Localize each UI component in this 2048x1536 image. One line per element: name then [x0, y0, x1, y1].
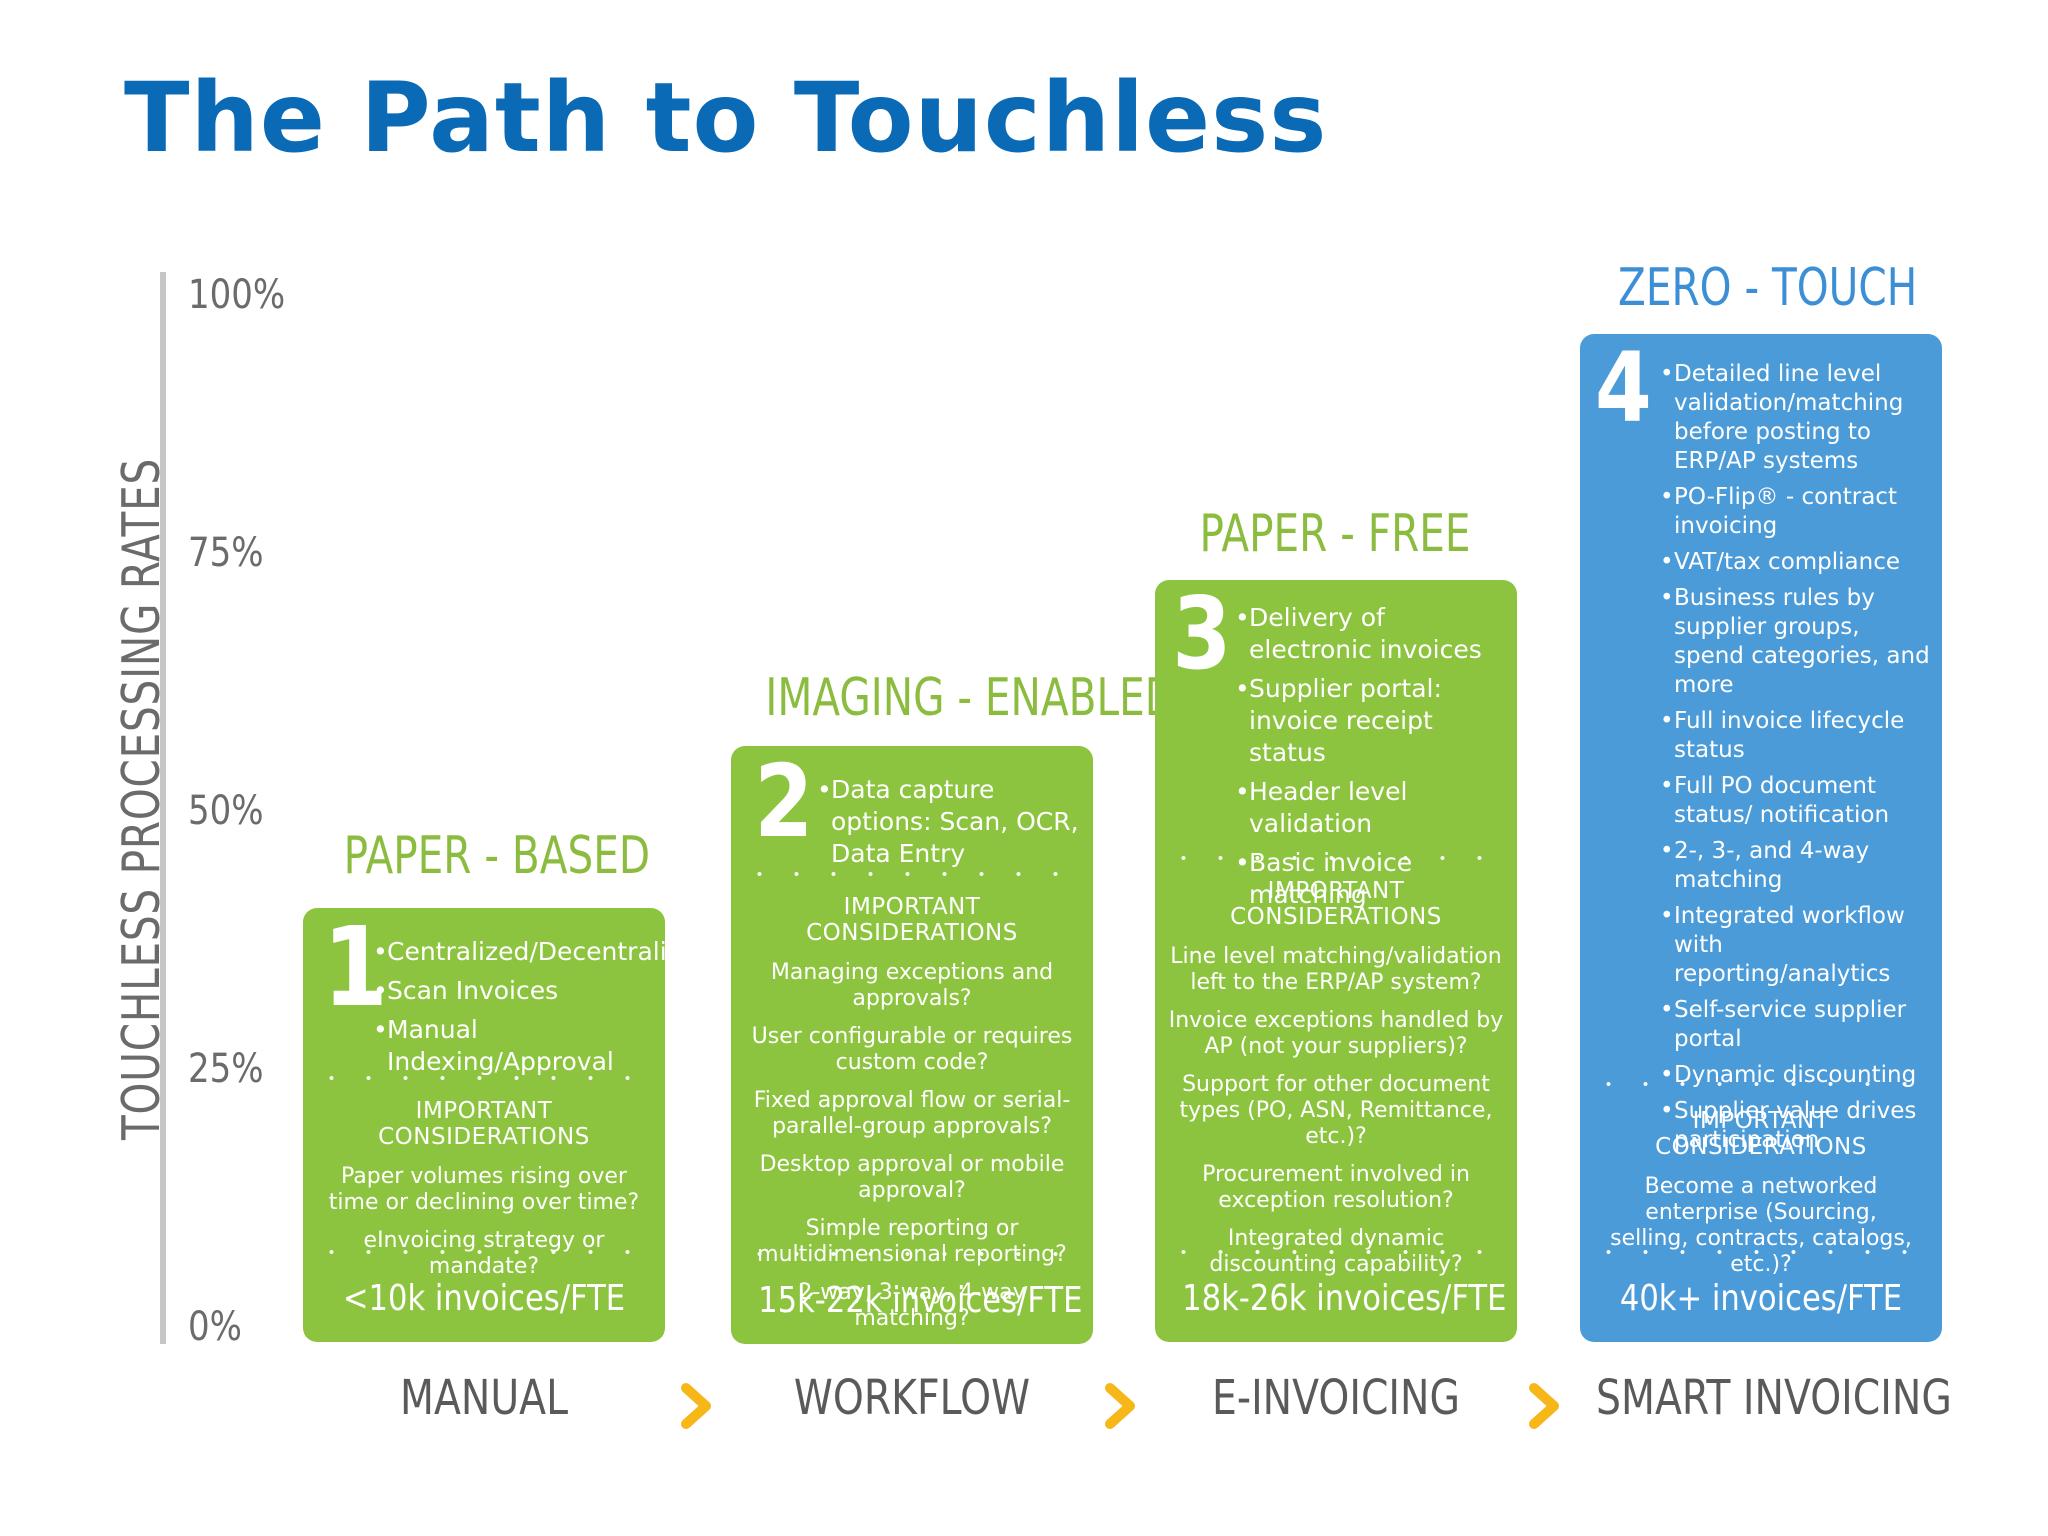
bullet: Full PO document status/ notification: [1660, 772, 1936, 830]
stage-4-number: 4: [1595, 332, 1652, 444]
stage-1-bullets: Centralized/Decentralized Scan Invoices …: [373, 936, 711, 1085]
stage-2-number: 2: [754, 743, 814, 860]
stage-3-card: 3 Delivery of electronic invoices Suppli…: [1155, 580, 1517, 1342]
bullet: Centralized/Decentralized: [373, 936, 711, 968]
bullet: Detailed line level validation/matching …: [1660, 360, 1936, 476]
considerations-title: IMPORTANT CONSIDERATIONS: [806, 894, 1018, 946]
divider: [741, 870, 1083, 878]
bullet: Self-service supplier portal: [1660, 996, 1936, 1054]
consideration: Line level matching/validation left to t…: [1170, 944, 1502, 995]
divider: [1590, 1080, 1932, 1088]
category-e-invoicing: E-INVOICING: [1212, 1370, 1460, 1426]
bullet: Header level validation: [1235, 776, 1507, 840]
tick-100: 100%: [188, 272, 286, 318]
consideration: Procurement involved in exception resolu…: [1202, 1162, 1470, 1213]
stage-2-bullets: Data capture options: Scan, OCR, Data En…: [817, 774, 1083, 877]
bullet: VAT/tax compliance: [1660, 548, 1936, 577]
stage-4-bullets: Detailed line level validation/matching …: [1660, 360, 1936, 1162]
bullet: 2-, 3-, and 4-way matching: [1660, 837, 1936, 895]
bullet: PO-Flip® - contract invoicing: [1660, 483, 1936, 541]
stage-2-considerations: IMPORTANT CONSIDERATIONS Managing except…: [741, 894, 1083, 1344]
consideration: Become a networked enterprise (Sourcing,…: [1610, 1174, 1912, 1277]
tick-25: 25%: [188, 1046, 264, 1092]
consideration: Simple reporting or multidimensional rep…: [757, 1216, 1067, 1267]
consideration: Support for other document types (PO, AS…: [1179, 1072, 1493, 1149]
stage-2-card: 2 Data capture options: Scan, OCR, Data …: [731, 746, 1093, 1344]
bullet: Manual Indexing/Approval: [373, 1014, 659, 1078]
y-axis-line: [160, 272, 166, 1344]
tick-50: 50%: [188, 788, 264, 834]
stage-2-rate: 15k-22k invoices/FTE: [758, 1280, 1083, 1321]
stage-1-card: 1 Centralized/Decentralized Scan Invoice…: [303, 908, 711, 1342]
bullet: Supplier portal: invoice receipt status: [1235, 673, 1507, 769]
consideration: User configurable or requires custom cod…: [751, 1024, 1073, 1075]
stage-3-bullets: Delivery of electronic invoices Supplier…: [1235, 602, 1507, 918]
stage-4-heading: ZERO - TOUCH: [1618, 258, 1918, 318]
bullet: Supplier value drives participation: [1660, 1097, 1936, 1155]
consideration: Paper volumes rising over time or declin…: [328, 1164, 640, 1215]
divider: [1165, 854, 1507, 862]
stage-3-number: 3: [1172, 575, 1232, 692]
divider: [1590, 1248, 1932, 1256]
bullet: Full invoice lifecycle status: [1660, 707, 1936, 765]
consideration: Invoice exceptions handled by AP (not yo…: [1168, 1008, 1504, 1059]
stage-1-heading: PAPER - BASED: [343, 826, 651, 886]
considerations-title: IMPORTANT CONSIDERATIONS: [1655, 1108, 1867, 1160]
bullet: Basic invoice matching: [1235, 847, 1507, 911]
consideration: Integrated dynamic discounting capabilit…: [1209, 1226, 1463, 1277]
bullet: Business rules by supplier groups, spend…: [1660, 584, 1936, 700]
chevron-right-icon: [681, 1383, 711, 1429]
divider: [1165, 1248, 1507, 1256]
bullet: Data capture options: Scan, OCR, Data En…: [817, 774, 1083, 870]
category-smart-invoicing: SMART INVOICING: [1596, 1370, 1952, 1426]
considerations-title: IMPORTANT CONSIDERATIONS: [378, 1098, 590, 1150]
category-manual: MANUAL: [400, 1370, 568, 1426]
category-workflow: WORKFLOW: [793, 1370, 1031, 1426]
stage-1-considerations: IMPORTANT CONSIDERATIONS Paper volumes r…: [317, 1098, 651, 1292]
consideration: Desktop approval or mobile approval?: [759, 1152, 1065, 1203]
divider: [313, 1074, 655, 1082]
bullet: Delivery of electronic invoices: [1235, 602, 1507, 666]
tick-75: 75%: [188, 530, 264, 576]
stage-4-card: 4 Detailed line level validation/matchin…: [1580, 334, 1942, 1342]
divider: [741, 1250, 1083, 1258]
chevron-right-icon: [1529, 1383, 1559, 1429]
stage-3-considerations: IMPORTANT CONSIDERATIONS Line level matc…: [1165, 878, 1507, 1290]
stage-3-heading: PAPER - FREE: [1199, 504, 1471, 564]
bullet: Scan Invoices: [373, 975, 659, 1007]
stage-1-rate: <10k invoices/FTE: [342, 1278, 626, 1319]
consideration: Fixed approval flow or serial-parallel-g…: [753, 1088, 1071, 1139]
stage-3-rate: 18k-26k invoices/FTE: [1182, 1278, 1507, 1319]
bullet: Integrated workflow with reporting/analy…: [1660, 902, 1936, 989]
consideration: Managing exceptions and approvals?: [770, 960, 1054, 1011]
divider: [313, 1248, 655, 1256]
stage-4-rate: 40k+ invoices/FTE: [1619, 1278, 1903, 1319]
stage-4-considerations: IMPORTANT CONSIDERATIONS Become a networ…: [1604, 1108, 1918, 1290]
consideration: 2-way, 3-way, 4-way matching?: [798, 1280, 1026, 1331]
considerations-title: IMPORTANT CONSIDERATIONS: [1230, 878, 1442, 930]
stage-2-heading: IMAGING - ENABLED: [765, 668, 1176, 728]
chevron-right-icon: [1105, 1383, 1135, 1429]
tick-0: 0%: [188, 1304, 242, 1350]
page-title: The Path to Touchless: [124, 62, 1328, 174]
